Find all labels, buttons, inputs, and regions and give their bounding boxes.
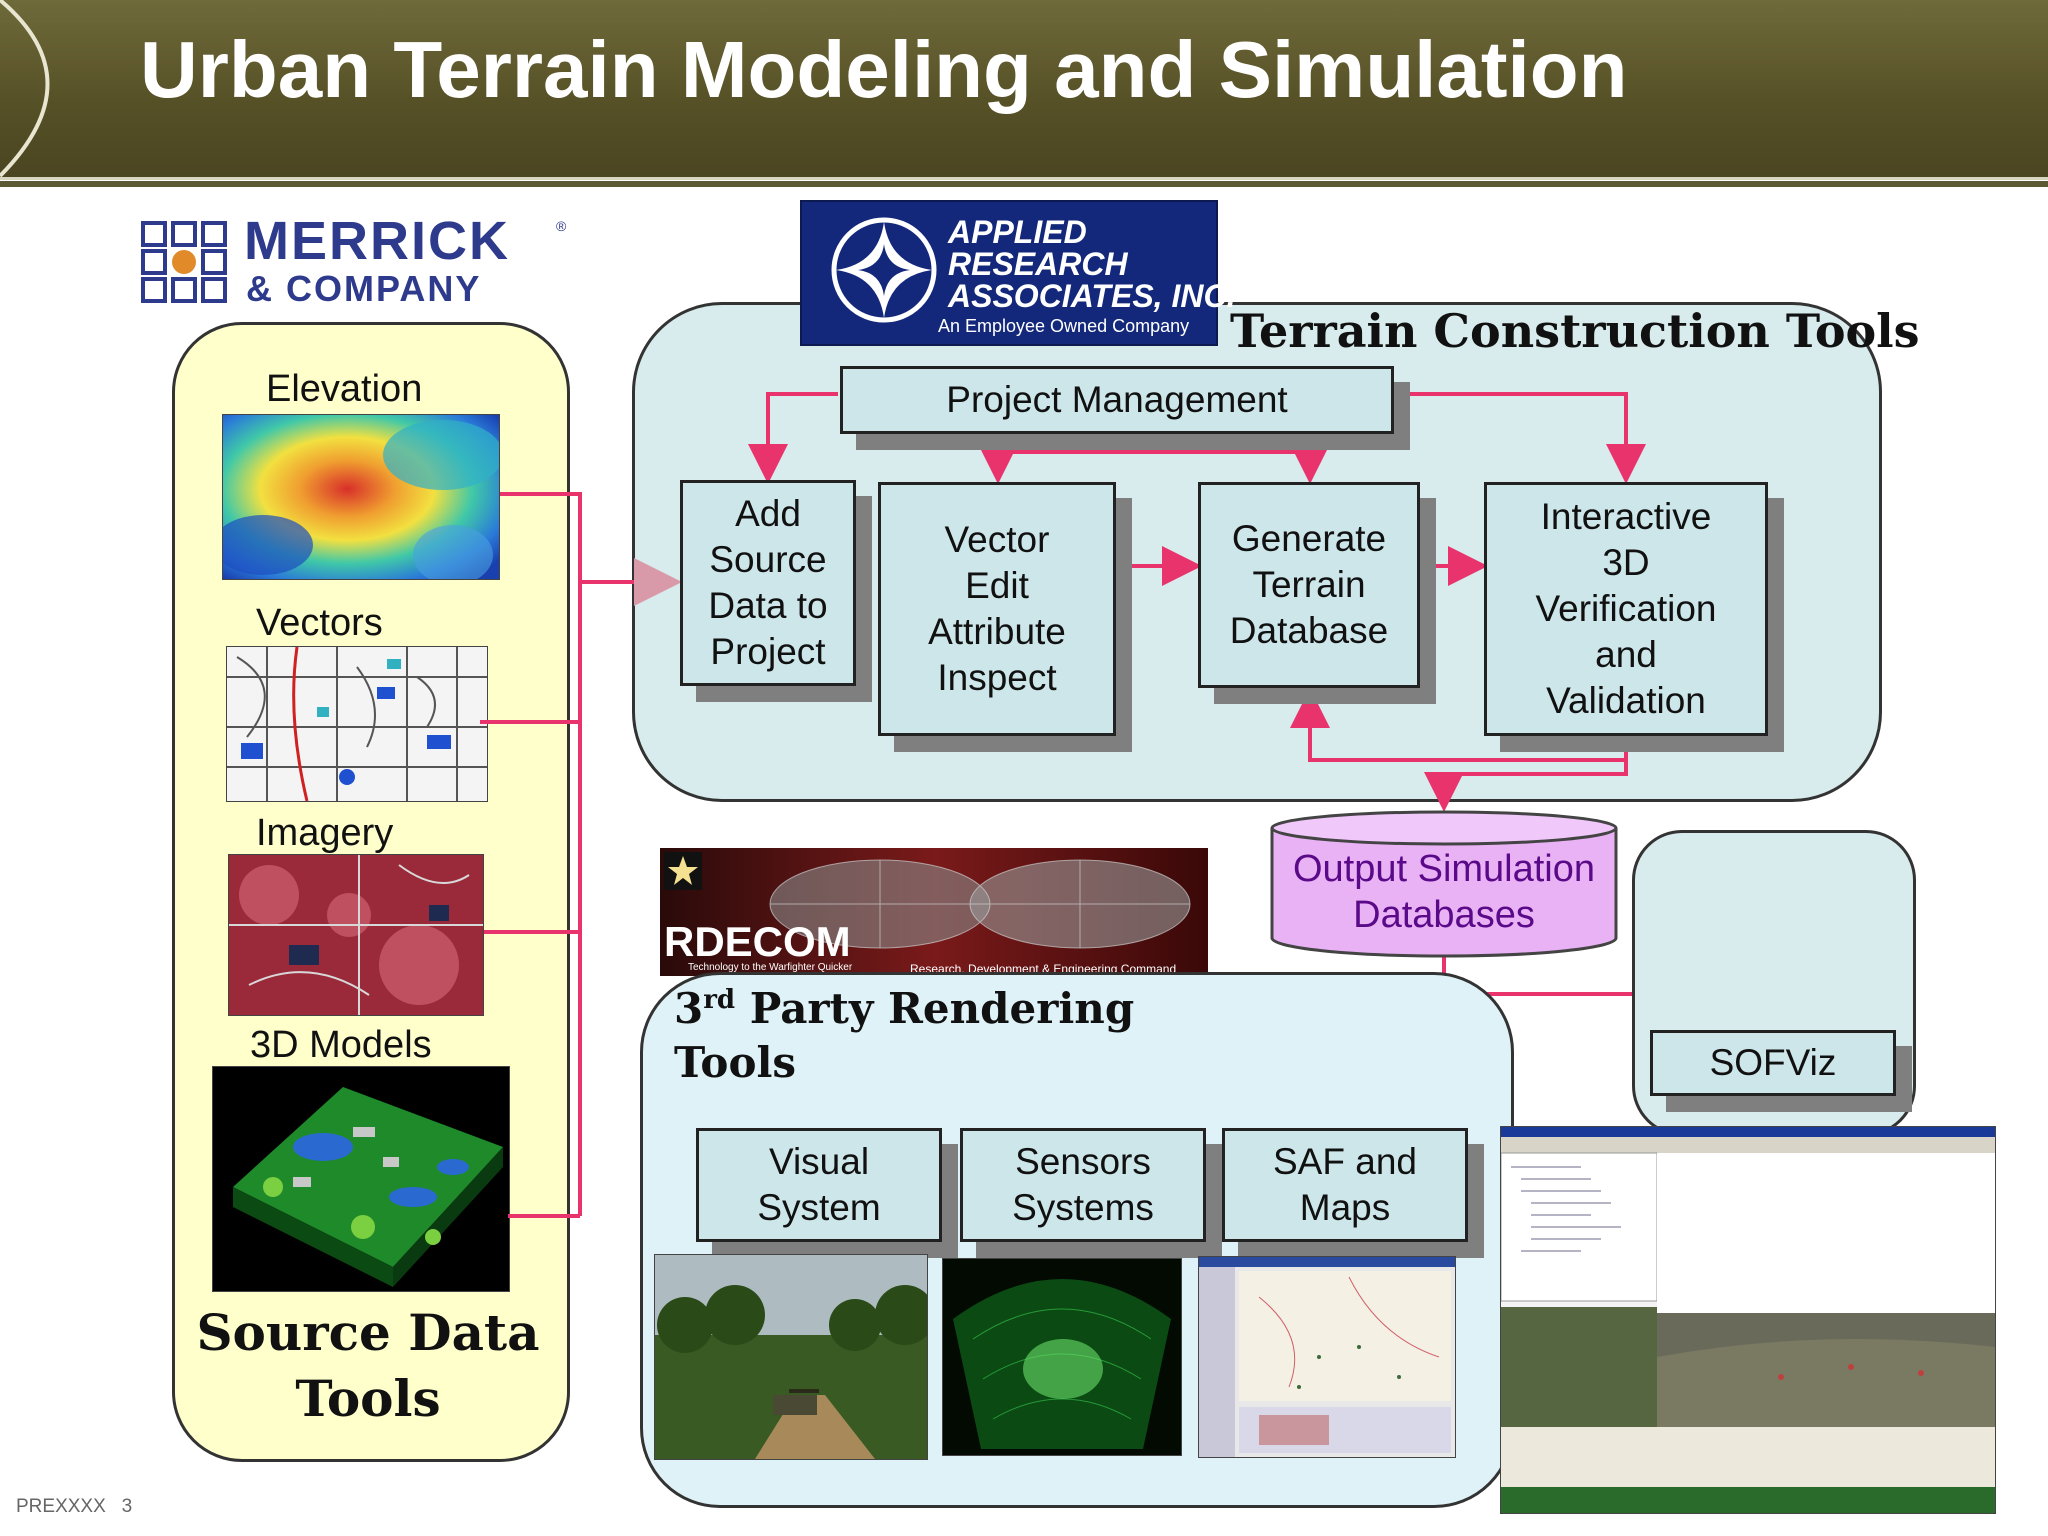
header-divider-light (0, 177, 2048, 180)
merrick-subtitle: & COMPANY (246, 268, 482, 309)
interactive-line2: 3D (1602, 542, 1650, 583)
footer-page-number: 3 (121, 1496, 133, 1517)
visual-line2: System (757, 1187, 881, 1228)
saf-line2: Maps (1299, 1187, 1391, 1228)
rdecom-logo: RDECOM Technology to the Warfighter Quic… (660, 848, 1208, 976)
imagery-map-image (228, 854, 484, 1016)
sofviz-application-screenshot (1500, 1126, 1996, 1514)
add-source-line2: Source (709, 539, 827, 580)
slide-title: Urban Terrain Modeling and Simulation (140, 25, 1628, 114)
generate-line2: Terrain (1252, 564, 1366, 605)
sofviz-box: SOFViz (1650, 1030, 1896, 1096)
rdecom-tagline-left: Technology to the Warfighter Quicker (688, 962, 853, 973)
rendering-title-rest: Party Rendering (735, 984, 1135, 1033)
merrick-name: MERRICK (244, 211, 510, 271)
generate-line1: Generate (1231, 518, 1387, 559)
sensors-line1: Sensors (1015, 1141, 1151, 1182)
ara-name-line2: RESEARCH (948, 246, 1128, 282)
add-source-data-box: Add Source Data to Project (680, 480, 856, 686)
interactive-line1: Interactive (1540, 496, 1712, 537)
header-divider (0, 181, 2048, 187)
project-management-box: Project Management (840, 366, 1394, 434)
add-source-line4: Project (710, 631, 826, 672)
vectors-map-image (226, 646, 488, 802)
sensors-systems-box: Sensors Systems (960, 1128, 1206, 1242)
ara-star-icon (831, 217, 937, 323)
interactive-3d-verification-box: Interactive 3D Verification and Validati… (1484, 482, 1768, 736)
vector-edit-line2: Edit (965, 565, 1029, 606)
add-source-line3: Data to (708, 585, 828, 626)
output-db-line1: Output Simulation (1292, 848, 1596, 890)
ara-tagline: An Employee Owned Company (938, 316, 1190, 336)
imagery-label: Imagery (256, 812, 394, 854)
3d-models-label: 3D Models (250, 1024, 432, 1066)
rendering-tools-title-line2: Tools (674, 1038, 797, 1087)
ara-logo: APPLIED RESEARCH ASSOCIATES, INC. An Emp… (800, 200, 1235, 346)
saf-and-maps-box: SAF and Maps (1222, 1128, 1468, 1242)
output-db-line2: Databases (1353, 894, 1535, 936)
sofviz-label: SOFViz (1709, 1042, 1837, 1083)
header-arc-decoration (0, 0, 50, 178)
interactive-line5: Validation (1546, 680, 1706, 721)
vector-edit-line1: Vector (944, 519, 1050, 560)
ara-name-line3: ASSOCIATES, INC. (948, 278, 1236, 314)
source-data-tools-title-line1: Source Data (196, 1303, 540, 1362)
saf-line1: SAF and (1273, 1141, 1417, 1182)
header-bar (0, 0, 2048, 180)
vector-edit-box: Vector Edit Attribute Inspect (878, 482, 1116, 736)
rendering-title-superscript: rd (703, 985, 736, 1015)
output-database-cylinder (1270, 810, 1618, 958)
vector-edit-line4: Inspect (937, 657, 1057, 698)
saf-maps-screenshot (1198, 1256, 1456, 1458)
rdecom-globe-graphic (769, 859, 1191, 949)
generate-line3: Database (1229, 610, 1389, 651)
visual-line1: Visual (768, 1141, 870, 1182)
project-management-label: Project Management (946, 379, 1288, 420)
footer-presentation-code: PREXXXX (16, 1496, 106, 1517)
vectors-label: Vectors (256, 602, 383, 644)
footer-code: PREXXXX 3 (16, 1496, 132, 1518)
ara-name-line1: APPLIED (948, 214, 1087, 250)
interactive-line4: and (1595, 634, 1657, 675)
rendering-title-number: 3 (674, 984, 704, 1033)
add-source-line1: Add (735, 493, 801, 534)
rendering-tools-title-line1: 3rd Party Rendering (674, 984, 1134, 1033)
elevation-map-image (222, 414, 500, 580)
interactive-line3: Verification (1535, 588, 1717, 629)
visual-system-screenshot (654, 1254, 928, 1460)
3d-models-image (212, 1066, 510, 1292)
rdecom-name: RDECOM (664, 918, 851, 965)
sensors-system-screenshot (942, 1258, 1182, 1456)
vector-edit-line3: Attribute (928, 611, 1066, 652)
merrick-registered-mark: ® (556, 218, 567, 234)
army-star-icon (664, 852, 702, 890)
source-data-tools-title-line2: Tools (295, 1369, 441, 1428)
visual-system-box: Visual System (696, 1128, 942, 1242)
sensors-line2: Systems (1012, 1187, 1154, 1228)
terrain-tools-title: Terrain Construction Tools (1230, 304, 1920, 358)
merrick-logo-mark (141, 221, 227, 303)
generate-terrain-box: Generate Terrain Database (1198, 482, 1420, 688)
elevation-label: Elevation (266, 368, 423, 410)
